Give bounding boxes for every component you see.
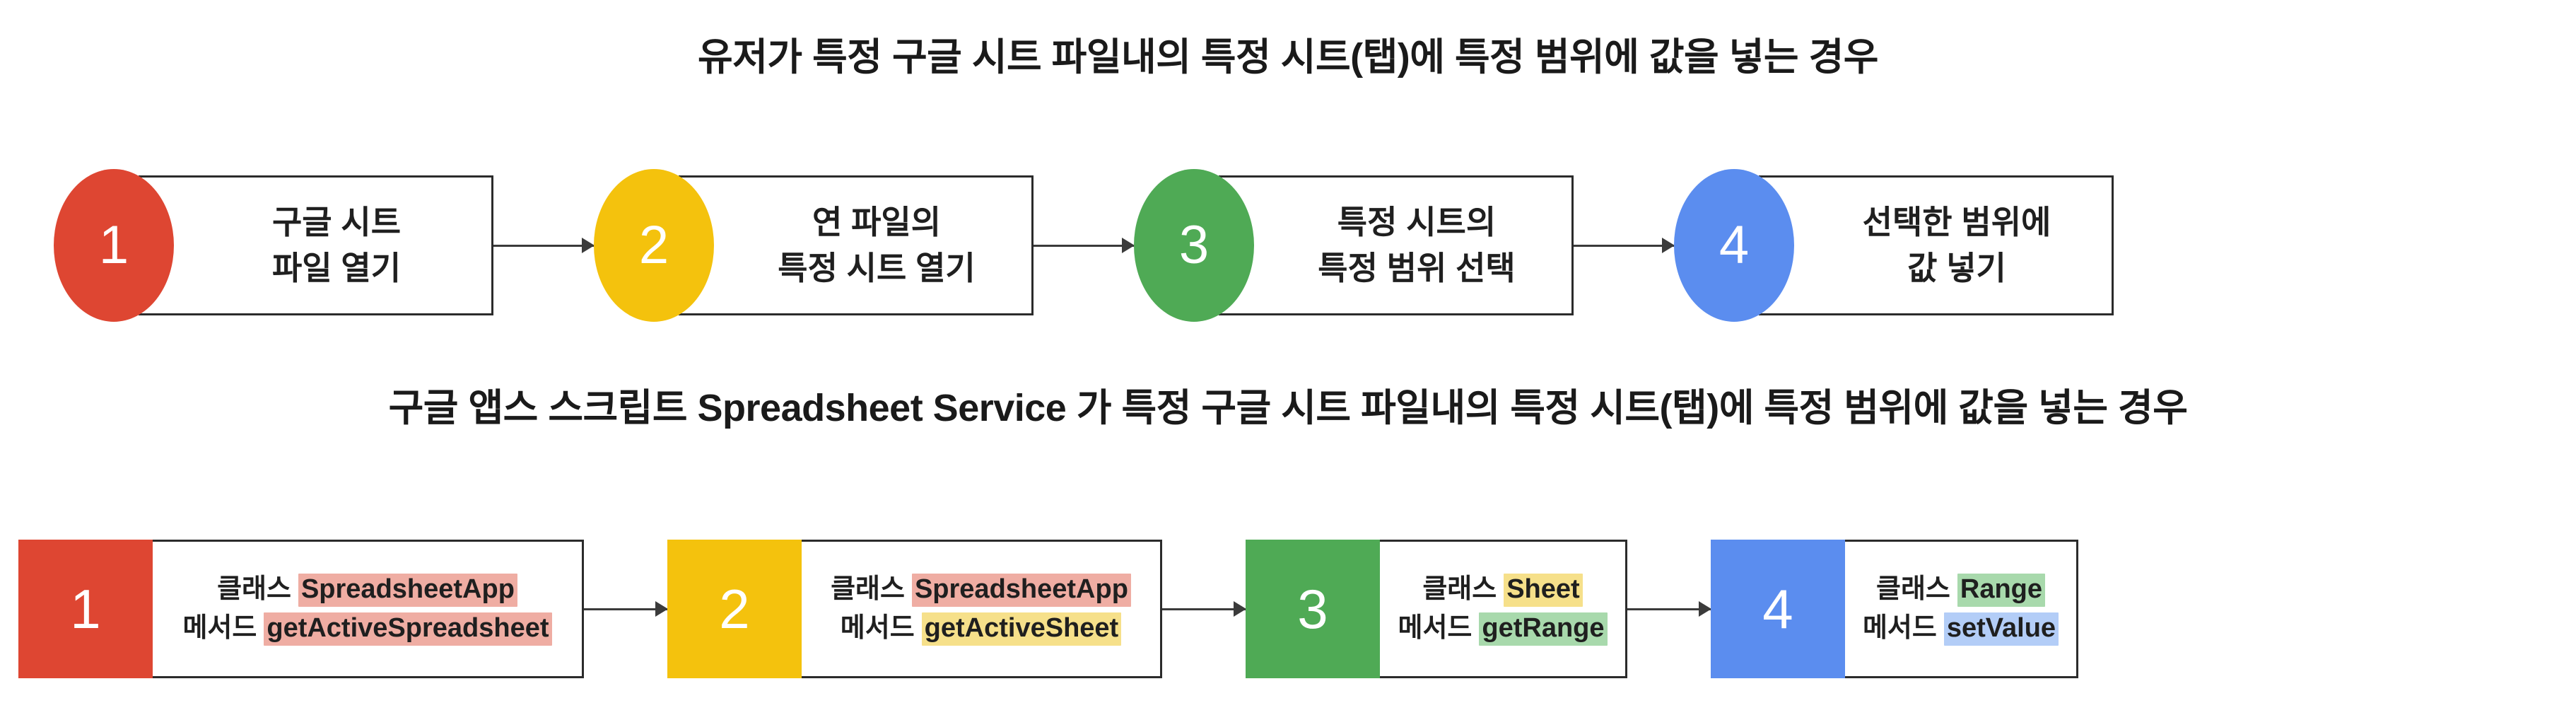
user-flow-step-2-line-1: 연 파일의 [812,203,942,240]
method-name-3: getRange [1479,612,1608,646]
script-step-number-badge-1: 1 [18,540,153,678]
method-name-1: getActiveSpreadsheet [264,612,552,646]
script-step-number-badge-3: 3 [1246,540,1380,678]
arrow-shaft [584,608,667,610]
user-flow-panel-1: 구글 시트 파일 열기 [139,175,493,315]
user-flow-row: 1 구글 시트 파일 열기 2 연 파일의 특정 시트 열기 [0,164,2576,327]
method-label-2: 메서드 [840,613,915,643]
script-step-number-badge-2: 2 [667,540,802,678]
arrow-script-3-to-4 [1627,601,1711,617]
user-flow-panel-2: 연 파일의 특정 시트 열기 [679,175,1034,315]
user-flow-step-2[interactable]: 2 연 파일의 특정 시트 열기 [594,169,1034,322]
method-name-2: getActiveSheet [921,612,1122,646]
method-label-1: 메서드 [182,613,257,643]
method-name-4: setValue [1943,612,2059,646]
class-label-3: 클래스 [1422,574,1497,604]
arrow-head-icon [1234,601,1246,617]
arrow-script-1-to-2 [584,601,668,617]
class-label-1: 클래스 [217,574,291,604]
user-flow-step-1-line-1: 구글 시트 [271,203,402,240]
script-step-number-2: 2 [719,578,750,640]
user-flow-panel-3: 특정 시트의 특정 범위 선택 [1219,175,1574,315]
arrow-shaft [493,244,594,247]
class-name-2: SpreadsheetApp [911,573,1131,607]
step-number-badge-1: 1 [54,169,174,322]
step-number-4: 4 [1719,215,1750,275]
class-name-3: Sheet [1504,573,1583,607]
script-flow-heading: 구글 앱스 스크립트 Spreadsheet Service 가 특정 구글 시… [388,387,2188,429]
step-number-2: 2 [638,215,669,275]
class-label-2: 클래스 [831,574,905,604]
arrow-head-icon [582,238,595,253]
method-label-3: 메서드 [1398,613,1473,643]
script-step-number-4: 4 [1762,578,1793,640]
user-flow-step-4-line-2: 값 넣기 [1907,250,2006,286]
step-number-badge-3: 3 [1134,169,1254,322]
arrow-script-2-to-3 [1162,601,1246,617]
step-number-3: 3 [1178,215,1210,275]
user-flow-panel-4: 선택한 범위에 값 넣기 [1759,175,2114,315]
user-flow-step-1[interactable]: 1 구글 시트 파일 열기 [54,169,493,322]
arrow-shaft [1034,244,1134,247]
user-flow-step-4-line-1: 선택한 범위에 [1862,203,2051,240]
step-number-badge-4: 4 [1674,169,1794,322]
user-flow-step-4[interactable]: 4 선택한 범위에 값 넣기 [1674,169,2114,322]
arrow-head-icon [1662,238,1675,253]
arrow-shaft [1627,608,1711,610]
class-label-4: 클래스 [1875,574,1950,604]
user-flow-step-1-line-2: 파일 열기 [271,250,402,286]
arrow-shaft [1162,608,1246,610]
arrow-head-icon [655,601,668,617]
script-step-number-1: 1 [70,578,101,640]
arrow-user-3-to-4 [1574,238,1675,253]
script-step-number-badge-4: 4 [1711,540,1845,678]
user-flow-step-3-line-1: 특정 시트의 [1337,203,1497,240]
class-name-4: Range [1957,573,2046,607]
arrow-head-icon [1122,238,1135,253]
step-number-1: 1 [98,215,129,275]
user-flow-heading: 유저가 특정 구글 시트 파일내의 특정 시트(탭)에 특정 범위에 값을 넣는… [698,36,1878,79]
arrow-shaft [1574,244,1674,247]
script-step-number-3: 3 [1297,578,1328,640]
step-number-badge-2: 2 [594,169,714,322]
user-flow-step-3[interactable]: 3 특정 시트의 특정 범위 선택 [1134,169,1574,322]
user-flow-step-3-line-2: 특정 범위 선택 [1318,250,1516,286]
arrow-head-icon [1699,601,1711,617]
class-name-1: SpreadsheetApp [298,573,517,607]
arrow-user-1-to-2 [493,238,595,253]
user-flow-step-2-line-2: 특정 시트 열기 [778,250,976,286]
arrow-user-2-to-3 [1034,238,1135,253]
method-label-4: 메서드 [1862,613,1937,643]
